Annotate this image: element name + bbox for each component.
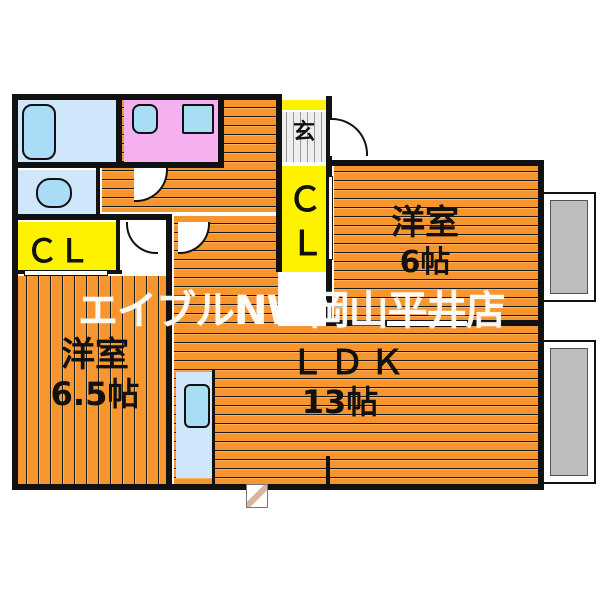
closet-1 [16, 222, 116, 270]
wall-toilet-right [96, 166, 100, 218]
wall-bottom [12, 484, 544, 490]
washer-icon-2 [182, 104, 214, 134]
wall-toilet-bottom [12, 214, 172, 220]
closet-2 [280, 166, 328, 272]
wall-left [12, 94, 18, 490]
closet2-sliding-door [328, 176, 333, 260]
western-room-1 [16, 276, 166, 484]
entrance-label: 玄 [292, 120, 315, 145]
wall-wash-right [218, 96, 224, 166]
wall-closet1-right [116, 218, 120, 274]
bathtub [22, 104, 56, 160]
wall-room1-right [166, 214, 172, 490]
shoe-cabinet [280, 100, 328, 110]
closet1-sliding-door [24, 270, 108, 276]
room1-door-icon [126, 222, 158, 254]
wall-top [12, 94, 282, 100]
wall-kitchen-right [212, 370, 215, 484]
wall-top-right [328, 160, 544, 166]
sink-icon-2 [132, 104, 158, 134]
sliding-door [386, 320, 468, 327]
wall-bath-split [116, 96, 122, 166]
entrance [280, 112, 328, 162]
watermark-text: エイブルNW岡山平井店 [78, 288, 506, 334]
western-room-2 [334, 164, 538, 322]
ldk-main [174, 326, 538, 484]
western-room-2-name: 洋室 [391, 203, 459, 243]
closet-2-label-bottom: Ｌ [290, 224, 324, 264]
western-room-1-name: 洋室 [61, 335, 129, 375]
balcony-2 [542, 340, 596, 484]
ldk-size: 13帖 [301, 383, 379, 421]
wall-ldk-divider [326, 456, 330, 486]
meter-icon [246, 484, 268, 508]
closet-1-label: ＣＬ [26, 232, 91, 270]
balcony-1 [542, 192, 596, 302]
toilet-icon [36, 178, 72, 208]
wall-entrance-left [276, 96, 282, 272]
ldk-name: ＬＤＫ [290, 343, 410, 383]
closet-2-label-top: Ｃ [288, 180, 322, 220]
western-room-2-size: 6帖 [399, 245, 451, 280]
western-room-1-size: 6.5帖 [50, 375, 140, 413]
front-door-icon [330, 118, 368, 156]
kitchen-sink-icon [184, 384, 210, 428]
